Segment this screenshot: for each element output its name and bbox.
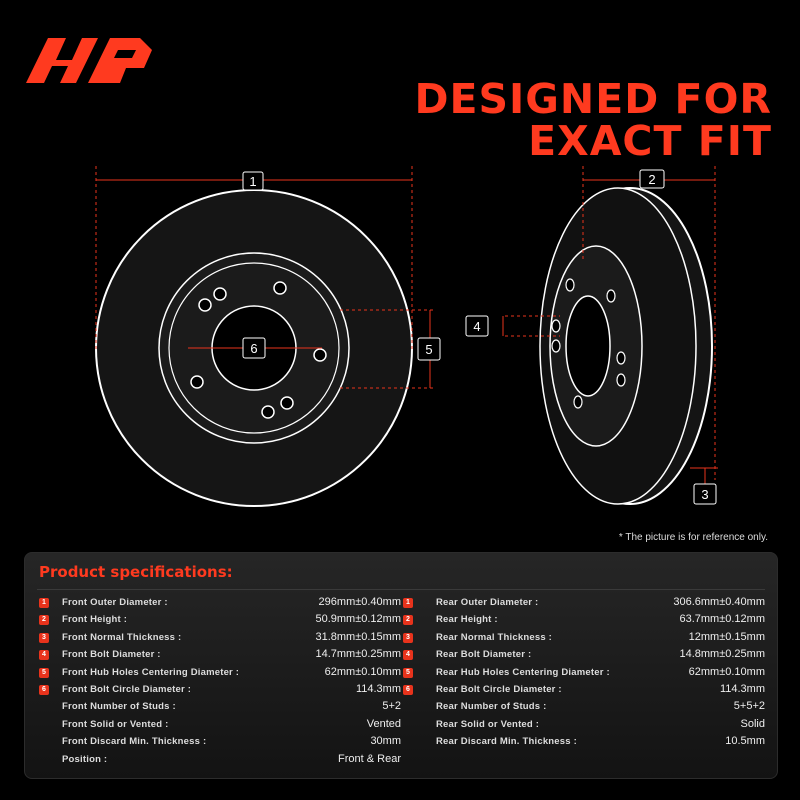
spec-row: Front Solid or Vented : Vented <box>39 717 401 734</box>
spec-value: 306.6mm±0.40mm <box>673 596 765 608</box>
spec-badge: 6 <box>403 684 413 695</box>
headline-line1: DESIGNED FOR <box>414 75 772 123</box>
callout-3: 3 <box>693 483 717 505</box>
spec-value: 62mm±0.10mm <box>688 665 765 678</box>
spec-value: Front & Rear <box>338 752 401 765</box>
spec-badge: 3 <box>39 632 49 643</box>
spec-label: Rear Normal Thickness : <box>436 631 553 643</box>
spec-label: Rear Solid or Vented : <box>436 718 540 730</box>
spec-value: 30mm <box>370 735 401 748</box>
spec-value: Solid <box>740 717 765 730</box>
spec-value: 50.9mm±0.12mm <box>315 613 401 626</box>
spec-row: Rear Discard Min. Thickness : 10.5mm <box>403 734 765 751</box>
spec-badge: 4 <box>39 650 49 661</box>
spec-value: 14.7mm±0.25mm <box>315 648 401 661</box>
spec-value: 14.8mm±0.25mm <box>679 648 765 661</box>
spec-row: 6 Rear Bolt Circle Diameter : 114.3mm <box>403 682 765 699</box>
spec-row: 2 Front Height : 50.9mm±0.12mm <box>39 612 401 629</box>
spec-value: 62mm±0.10mm <box>324 665 401 678</box>
spec-value: 296mm±0.40mm <box>318 596 401 608</box>
spec-row: 3 Front Normal Thickness : 31.8mm±0.15mm <box>39 630 401 647</box>
spec-label: Front Number of Studs : <box>62 701 176 713</box>
spec-row: 4 Front Bolt Diameter : 14.7mm±0.25mm <box>39 647 401 664</box>
spec-value: 31.8mm±0.15mm <box>315 630 401 643</box>
reference-note: * The picture is for reference only. <box>618 532 768 543</box>
spec-row: 3 Rear Normal Thickness : 12mm±0.15mm <box>403 630 765 647</box>
spec-badge: 2 <box>403 615 413 626</box>
spec-row: Rear Number of Studs : 5+5+2 <box>403 699 765 716</box>
spec-row: Rear Solid or Vented : Solid <box>403 717 765 734</box>
spec-divider <box>37 589 765 590</box>
spec-label: Rear Height : <box>436 614 498 626</box>
spec-label: Rear Bolt Circle Diameter : <box>436 683 562 695</box>
spec-label: Rear Number of Studs : <box>436 701 547 713</box>
callout-6: 6 <box>242 337 266 359</box>
spec-row: 2 Rear Height : 63.7mm±0.12mm <box>403 612 765 629</box>
callout-1: 1 <box>242 171 264 191</box>
spec-badge: 4 <box>403 650 413 661</box>
spec-panel: Product specifications: 1 Front Outer Dia… <box>24 552 778 779</box>
spec-badge: 1 <box>39 598 49 608</box>
spec-label: Front Bolt Diameter : <box>62 649 161 661</box>
spec-label: Front Discard Min. Thickness : <box>62 736 207 748</box>
svg-text:3: 3 <box>701 487 708 502</box>
spec-row: 1 Front Outer Diameter : 296mm±0.40mm <box>39 595 401 612</box>
spec-row: 6 Front Bolt Circle Diameter : 114.3mm <box>39 682 401 699</box>
spec-label: Front Normal Thickness : <box>62 631 182 643</box>
spec-row: Front Discard Min. Thickness : 30mm <box>39 734 401 751</box>
rotor-diagram: 1 2 3 4 5 6 <box>95 166 718 507</box>
spec-label: Position : <box>62 753 108 765</box>
svg-text:4: 4 <box>473 319 480 334</box>
spec-row: 5 Rear Hub Holes Centering Diameter : 62mm… <box>403 665 765 682</box>
spec-row: 4 Rear Bolt Diameter : 14.8mm±0.25mm <box>403 647 765 664</box>
spec-label: Front Bolt Circle Diameter : <box>62 683 192 695</box>
svg-text:6: 6 <box>250 341 257 356</box>
spec-badge: 5 <box>39 667 49 678</box>
spec-label: Front Solid or Vented : <box>62 718 169 730</box>
spec-badge: 1 <box>403 598 413 608</box>
spec-label: Rear Hub Holes Centering Diameter : <box>436 666 610 678</box>
spec-value: 5+5+2 <box>733 700 765 713</box>
spec-value: 12mm±0.15mm <box>688 630 765 643</box>
spec-value: 114.3mm <box>355 682 401 695</box>
svg-text:2: 2 <box>648 172 655 187</box>
a-premium-logo-icon <box>26 38 152 83</box>
spec-label: Front Height : <box>62 614 128 626</box>
spec-badge: 6 <box>39 684 49 695</box>
spec-row: Position : Front & Rear <box>39 752 401 769</box>
spec-label: Front Hub Holes Centering Diameter : <box>62 666 240 678</box>
callout-4: 4 <box>465 315 489 337</box>
headline-line2: EXACT FIT <box>528 117 772 165</box>
spec-value: 114.3mm <box>719 682 765 695</box>
spec-label: Rear Outer Diameter : <box>436 597 539 608</box>
spec-value: 63.7mm±0.12mm <box>679 613 765 626</box>
spec-label: Rear Bolt Diameter : <box>436 649 532 661</box>
spec-badge: 5 <box>403 667 413 678</box>
spec-value: Vented <box>366 717 401 730</box>
spec-value: 5+2 <box>382 700 401 713</box>
spec-value: 10.5mm <box>725 735 765 748</box>
callout-2: 2 <box>639 169 665 189</box>
spec-label: Front Outer Diameter : <box>62 597 168 608</box>
callout-5: 5 <box>417 337 441 361</box>
spec-label: Rear Discard Min. Thickness : <box>436 736 577 748</box>
side-view-rotor <box>539 187 713 505</box>
svg-text:1: 1 <box>249 174 256 189</box>
spec-row: Front Number of Studs : 5+2 <box>39 699 401 716</box>
spec-badge: 3 <box>403 632 413 643</box>
svg-text:5: 5 <box>425 342 432 357</box>
spec-row: 5 Front Hub Holes Centering Diameter : 62m… <box>39 665 401 682</box>
spec-title: Product specifications: <box>39 563 233 581</box>
spec-row: 1 Rear Outer Diameter : 306.6mm±0.40mm <box>403 595 765 612</box>
headline: DESIGNED FOR EXACT FIT <box>414 78 772 162</box>
spec-badge: 2 <box>39 615 49 626</box>
